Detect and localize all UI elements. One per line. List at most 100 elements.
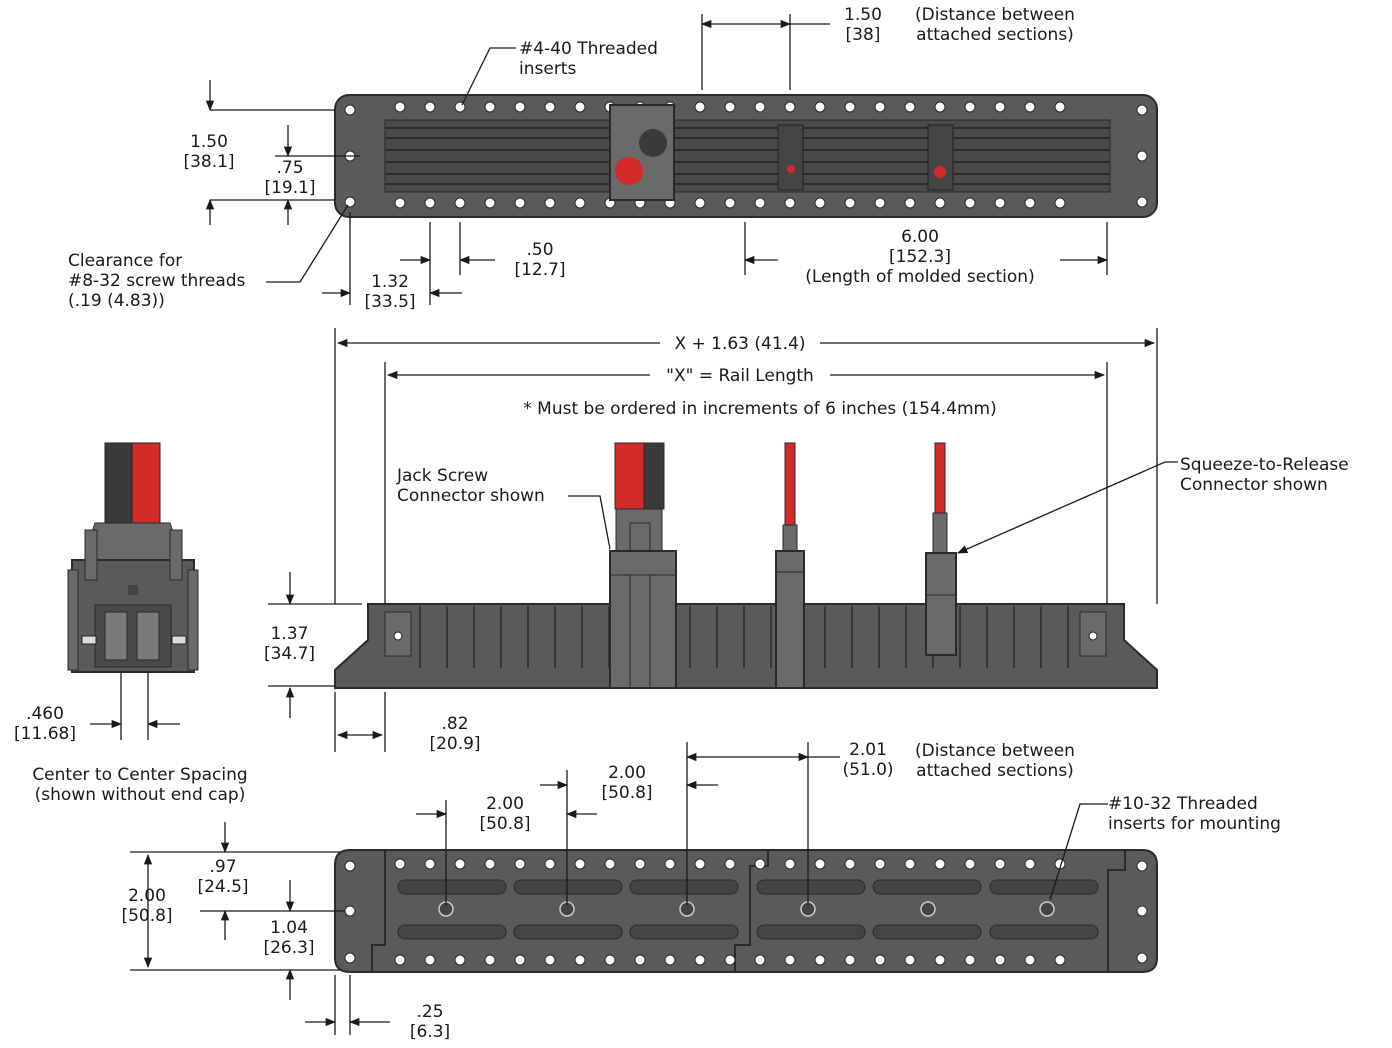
top-view-hole-row bbox=[394, 197, 1066, 209]
hole bbox=[454, 197, 466, 209]
squeeze-callout: Squeeze-to-Release Connector shown bbox=[1180, 455, 1349, 495]
hole bbox=[604, 858, 616, 870]
hole bbox=[814, 197, 826, 209]
overall-length-dim: X + 1.63 (41.4) bbox=[674, 334, 806, 354]
slot bbox=[872, 924, 982, 940]
dim-value: 2.00 bbox=[486, 794, 524, 814]
dim-value: 1.50 bbox=[844, 5, 882, 25]
top-view bbox=[334, 94, 1158, 218]
hole bbox=[784, 858, 796, 870]
hole bbox=[754, 954, 766, 966]
hole bbox=[874, 858, 886, 870]
hole bbox=[694, 101, 706, 113]
end-view bbox=[67, 442, 199, 673]
mounting-callout: #10-32 Threaded inserts for mounting bbox=[1108, 794, 1281, 834]
dim-note: (Length of molded section) bbox=[805, 267, 1035, 287]
hole bbox=[934, 858, 946, 870]
dim-value: .97 bbox=[209, 857, 237, 877]
hole bbox=[574, 954, 586, 966]
hole bbox=[724, 954, 736, 966]
top-view-dimensions bbox=[205, 14, 1109, 305]
side-view bbox=[334, 442, 1158, 689]
bottom-view bbox=[334, 849, 1158, 973]
slot bbox=[397, 924, 507, 940]
caption-line-1: Center to Center Spacing bbox=[32, 765, 248, 785]
dim-mm: [50.8] bbox=[601, 783, 653, 803]
side-view-dimensions bbox=[268, 328, 1178, 752]
hole bbox=[874, 197, 886, 209]
hole bbox=[844, 101, 856, 113]
callout-line-2: Connector shown bbox=[397, 486, 545, 506]
order-note: * Must be ordered in increments of 6 inc… bbox=[523, 399, 997, 419]
clearance-callout: Clearance for #8-32 screw threads (.19 (… bbox=[68, 251, 245, 311]
hole bbox=[514, 954, 526, 966]
hole bbox=[1054, 101, 1066, 113]
bottom-view-slots bbox=[397, 879, 1099, 940]
end-spacing-dim: .460 [11.68] bbox=[5, 704, 85, 744]
hole bbox=[604, 954, 616, 966]
hole bbox=[934, 197, 946, 209]
hole bbox=[484, 954, 496, 966]
bottom-spacing-note: (Distance between attached sections) bbox=[895, 741, 1095, 781]
hole bbox=[394, 101, 406, 113]
dim-mm: [20.9] bbox=[429, 734, 481, 754]
dim-value: 1.37 bbox=[270, 624, 309, 644]
slot bbox=[629, 879, 739, 895]
hole bbox=[784, 197, 796, 209]
callout-line-1: Jack Screw bbox=[397, 466, 489, 486]
hole bbox=[874, 954, 886, 966]
caption-line-2: (shown without end cap) bbox=[34, 785, 246, 805]
bottom-view-dimensions bbox=[130, 742, 1108, 1035]
hole bbox=[904, 954, 916, 966]
hole bbox=[784, 954, 796, 966]
hole bbox=[904, 101, 916, 113]
hole bbox=[844, 954, 856, 966]
hole bbox=[424, 858, 436, 870]
dim-value: 1.50 bbox=[190, 132, 228, 152]
slot bbox=[513, 924, 623, 940]
insert-callout: #4-40 Threaded inserts bbox=[519, 39, 658, 79]
hole bbox=[424, 101, 436, 113]
hole bbox=[394, 197, 406, 209]
note-line-2: attached sections) bbox=[916, 25, 1074, 45]
bottom-pitch-a-dim: 2.00 [50.8] bbox=[470, 794, 540, 834]
top-half-height-dim: .75 [19.1] bbox=[255, 158, 325, 198]
dim-value: .75 bbox=[276, 158, 304, 178]
hole bbox=[454, 858, 466, 870]
dim-mm: [26.3] bbox=[263, 938, 315, 958]
hole bbox=[574, 101, 586, 113]
hole bbox=[544, 197, 556, 209]
jack-screw-callout: Jack Screw Connector shown bbox=[397, 466, 545, 506]
slot bbox=[989, 924, 1099, 940]
dim-mm: [34.7] bbox=[263, 644, 316, 664]
hole bbox=[814, 858, 826, 870]
hole bbox=[664, 954, 676, 966]
dim-value: .460 bbox=[26, 704, 64, 724]
dim-value: 1.04 bbox=[270, 918, 308, 938]
callout-line-2: inserts for mounting bbox=[1108, 814, 1281, 834]
slot bbox=[513, 879, 623, 895]
dim-mm: [33.5] bbox=[364, 292, 416, 312]
hole bbox=[574, 858, 586, 870]
hole bbox=[394, 858, 406, 870]
top-offset-dim: 1.32 [33.5] bbox=[355, 272, 425, 312]
slot bbox=[989, 879, 1099, 895]
hole bbox=[994, 197, 1006, 209]
dim-value: 1.32 bbox=[371, 272, 409, 292]
hole bbox=[484, 858, 496, 870]
slot bbox=[872, 879, 982, 895]
side-height-dim: 1.37 [34.7] bbox=[252, 624, 327, 664]
hole bbox=[634, 858, 646, 870]
hole bbox=[1024, 858, 1036, 870]
bottom-height-dim: 2.00 [50.8] bbox=[112, 886, 182, 926]
callout-line-2: #8-32 screw threads bbox=[68, 271, 246, 291]
hole bbox=[814, 954, 826, 966]
hole bbox=[754, 858, 766, 870]
hole bbox=[484, 197, 496, 209]
dim-mm: [6.3] bbox=[409, 1022, 451, 1042]
hole bbox=[514, 101, 526, 113]
hole bbox=[904, 858, 916, 870]
top-pitch-dim: .50 [12.7] bbox=[505, 240, 575, 280]
note-line-1: (Distance between bbox=[915, 741, 1075, 761]
